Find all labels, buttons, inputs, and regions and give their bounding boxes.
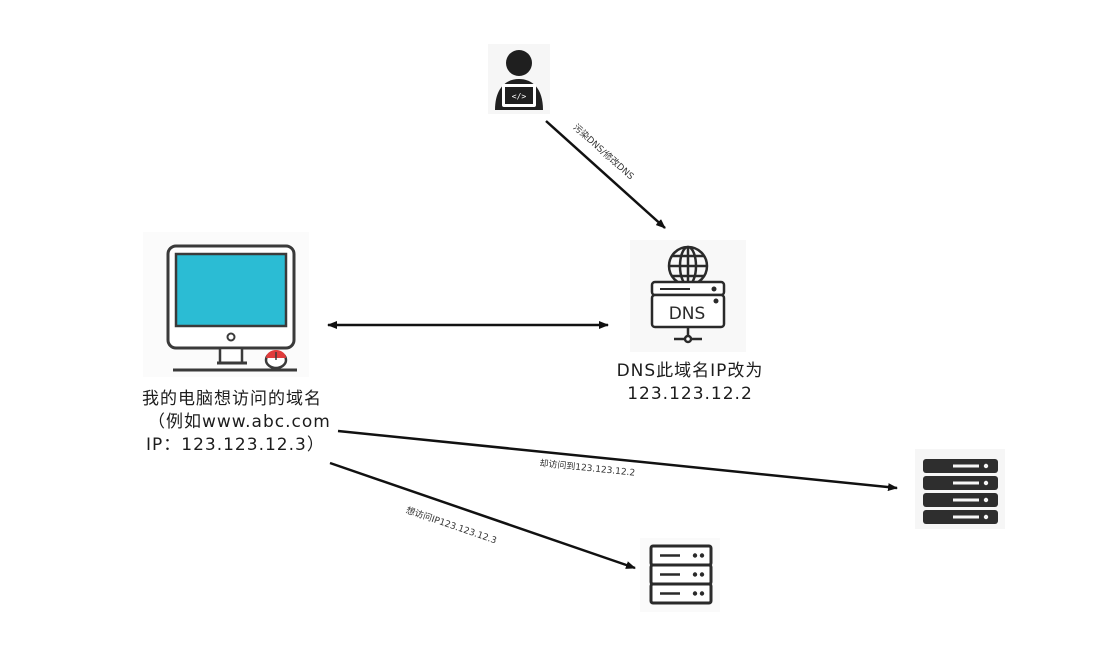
arrow-computer-to-real-server	[329, 461, 636, 570]
arrow-computer-to-fake-server	[337, 429, 898, 492]
arrow-hacker-to-dns	[545, 120, 666, 229]
svg-text:</>: </>	[512, 92, 527, 101]
computer-label-line-2: （例如www.abc.com	[148, 411, 331, 432]
hacker-laptop-icon: </>	[488, 44, 550, 114]
dns-badge-text: DNS	[669, 304, 706, 324]
computer-label-line-3: IP：123.123.12.3）	[146, 434, 325, 455]
server-rack-dark-icon	[915, 449, 1005, 529]
computer-label: 我的电脑想访问的域名 （例如www.abc.com IP：123.123.12.…	[140, 388, 331, 457]
dns-label-line-2: 123.123.12.2	[627, 383, 753, 404]
server-rack-outline-icon	[640, 538, 720, 612]
dns-label-line-1: DNS此域名IP改为	[616, 361, 764, 381]
desktop-computer-icon	[143, 232, 309, 377]
computer-label-line-1: 我的电脑想访问的域名	[142, 389, 322, 409]
dns-label: DNS此域名IP改为 123.123.12.2	[600, 360, 780, 406]
dns-server-globe-icon: DNS	[630, 240, 746, 352]
